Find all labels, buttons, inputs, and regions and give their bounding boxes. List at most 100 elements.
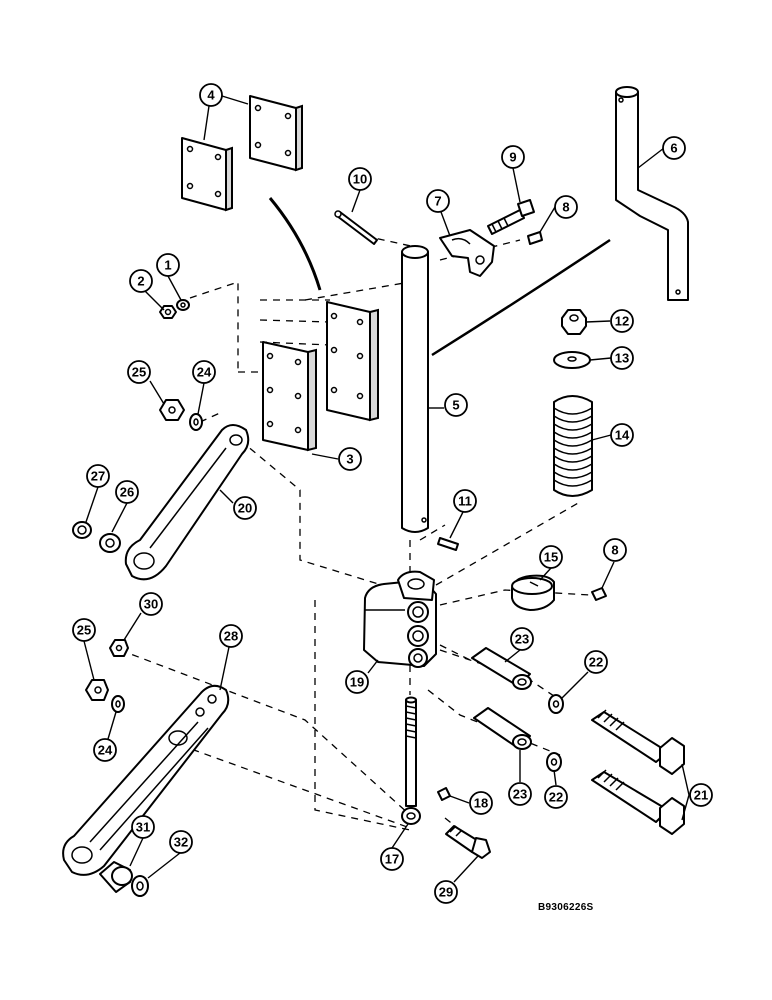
nut-part-2 [159,305,177,319]
svg-text:13: 13 [615,351,629,366]
washer-part-13 [553,351,591,369]
callout-12: 12 [610,309,634,333]
callout-28: 28 [219,624,243,648]
washer-part-32 [131,875,149,897]
callout-5: 5 [444,393,468,417]
callout-20: 20 [233,496,257,520]
svg-text:24: 24 [98,743,113,758]
screw-part-8-lower [591,587,607,601]
svg-text:11: 11 [458,494,472,509]
callout-23-upper: 23 [510,627,534,651]
callout-4: 4 [199,83,223,107]
callout-22-lower: 22 [544,785,568,809]
callout-24-lower: 24 [93,738,117,762]
callout-31: 31 [131,815,155,839]
callout-18: 18 [469,791,493,815]
pad-part-4-right [249,95,303,172]
drawing-code: B9306226S [538,902,594,913]
svg-text:20: 20 [238,501,252,516]
svg-text:14: 14 [615,428,630,443]
callout-1: 1 [156,253,180,277]
callout-23-lower: 23 [508,782,532,806]
svg-text:4: 4 [207,88,215,103]
bushing-part-27 [72,521,92,539]
spring-part-14 [553,395,593,497]
clamp-part-7 [439,229,495,277]
callout-25-lower: 25 [72,618,96,642]
curved-leaders [268,197,611,357]
bolt-part-9 [487,199,535,235]
svg-text:21: 21 [694,788,708,803]
svg-text:3: 3 [346,452,353,467]
svg-text:7: 7 [434,194,441,209]
svg-text:18: 18 [474,796,488,811]
callout-25-upper: 25 [127,360,151,384]
assembly-dashed-lines [119,235,591,831]
svg-text:23: 23 [513,787,527,802]
collar-part-15 [511,574,555,611]
nut-part-12 [561,309,587,335]
bolt-part-21-upper [591,709,685,775]
bushing-part-26 [99,533,121,553]
svg-text:6: 6 [670,141,677,156]
fitting-part-18 [437,787,451,801]
callout-3: 3 [338,447,362,471]
washer-part-24-upper [189,413,203,431]
washer-part-30 [109,639,129,657]
svg-text:2: 2 [137,274,144,289]
svg-text:25: 25 [77,623,91,638]
svg-text:19: 19 [350,675,364,690]
callout-22-upper: 22 [584,650,608,674]
callout-15: 15 [539,545,563,569]
bolt-part-29 [445,825,491,859]
plate-part-3-back [326,301,379,422]
washer-part-24-lower [111,695,125,713]
svg-text:12: 12 [615,314,629,329]
pin-part-10 [334,210,378,245]
pad-part-4-left [181,137,233,212]
pin-part-11 [437,537,459,551]
svg-text:22: 22 [589,655,603,670]
handle-part-6 [615,86,689,301]
screw-part-8-upper [527,231,543,245]
svg-text:26: 26 [120,485,134,500]
callout-10: 10 [348,167,372,191]
callout-21: 21 [689,783,713,807]
svg-text:23: 23 [515,632,529,647]
callout-6: 6 [662,136,686,160]
sleeve-part-23-lower [473,707,532,750]
link-arm-part-28 [62,684,230,876]
callout-30: 30 [139,592,163,616]
svg-text:28: 28 [224,629,238,644]
svg-text:5: 5 [452,398,459,413]
svg-text:29: 29 [439,885,453,900]
svg-text:30: 30 [144,597,158,612]
callout-11: 11 [453,489,477,513]
callout-14: 14 [610,423,634,447]
callout-24-upper: 24 [192,360,216,384]
sleeve-part-23-upper [471,647,532,690]
link-arm-part-20 [124,424,250,581]
tube-part-5 [401,245,429,533]
svg-text:32: 32 [174,835,188,850]
callout-7: 7 [426,189,450,213]
callout-26: 26 [115,480,139,504]
callout-19: 19 [345,670,369,694]
svg-text:8: 8 [611,543,618,558]
callout-13: 13 [610,346,634,370]
callout-29: 29 [434,880,458,904]
svg-text:27: 27 [91,469,105,484]
svg-text:31: 31 [136,820,150,835]
svg-text:22: 22 [549,790,563,805]
nut-part-25-upper [159,399,185,421]
svg-text:10: 10 [353,172,367,187]
svg-text:8: 8 [562,200,569,215]
callout-8-lower: 8 [603,538,627,562]
svg-text:25: 25 [132,365,146,380]
washer-part-22-lower [546,752,562,772]
washer-part-1 [176,299,190,311]
svg-text:1: 1 [164,258,171,273]
rod-part-17 [401,696,421,825]
svg-text:24: 24 [197,365,212,380]
